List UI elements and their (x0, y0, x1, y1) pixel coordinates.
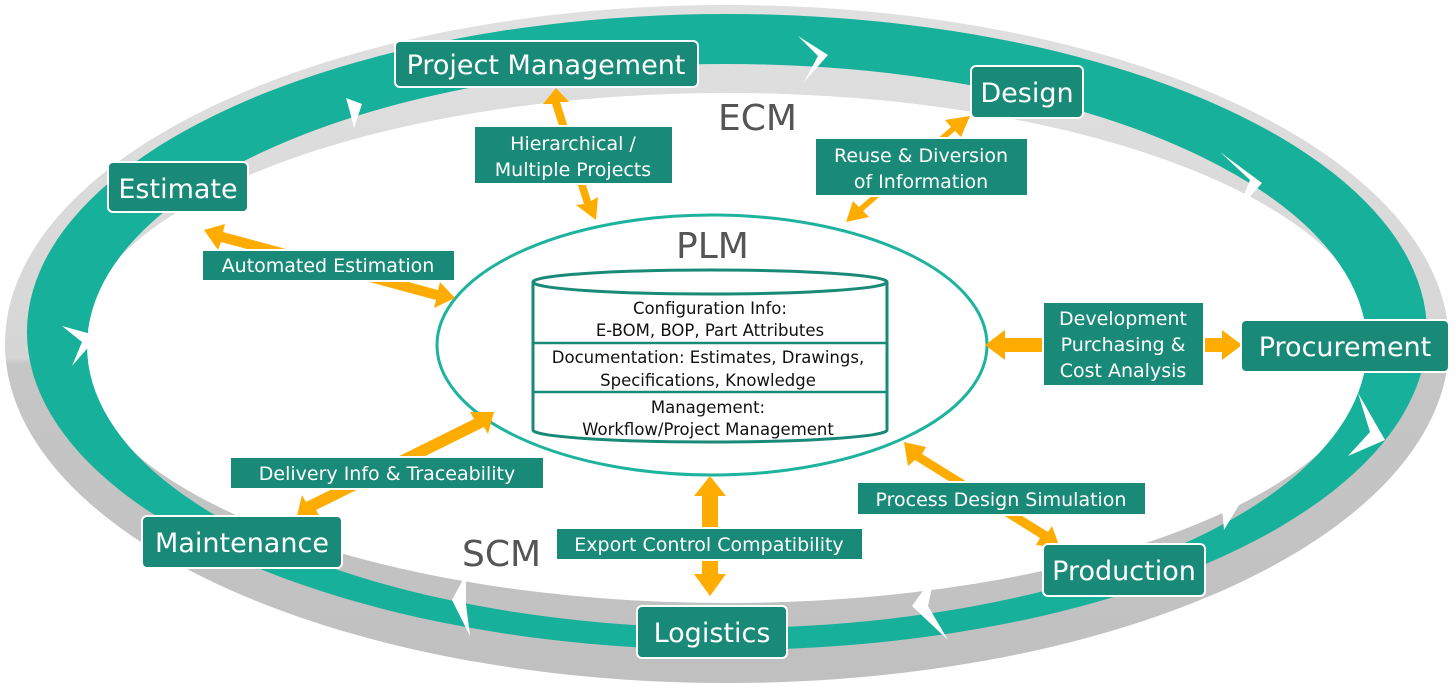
procurement-label: Procurement (1259, 332, 1432, 363)
process-design-label: Process Design Simulation (876, 489, 1127, 511)
connector-automated-estimation: Automated Estimation (201, 249, 456, 282)
hierarchical-line2: Multiple Projects (495, 159, 651, 181)
reuse-line1: Reuse & Diversion (834, 145, 1008, 167)
ecm-ring-label: ECM (718, 98, 797, 139)
teal-cycle-band (26, 14, 1427, 650)
connector-export-control: Export Control Compatibility (555, 527, 864, 561)
delivery-label: Delivery Info & Traceability (259, 463, 515, 485)
database-cylinder: Configuration Info: E-BOM, BOP, Part Att… (531, 268, 889, 444)
project-management-label: Project Management (407, 50, 686, 81)
connector-reuse: Reuse & Diversion of Information (814, 137, 1029, 197)
scm-ring-label: SCM (462, 534, 541, 575)
stage-design: Design (970, 65, 1084, 119)
automated-estimation-label: Automated Estimation (222, 255, 435, 277)
design-label: Design (980, 78, 1073, 109)
connector-development: Development Purchasing & Cost Analysis (1042, 301, 1205, 387)
hierarchical-line1: Hierarchical / (510, 133, 636, 155)
db-management-line2: Workflow/Project Management (582, 420, 834, 439)
db-documentation-line2: Specifications, Knowledge (600, 371, 816, 390)
development-line2: Purchasing & (1061, 334, 1186, 356)
db-config-line2: E-BOM, BOP, Part Attributes (596, 321, 824, 340)
export-control-label: Export Control Compatibility (574, 534, 843, 556)
db-management-line1: Management: (651, 398, 765, 417)
connector-delivery: Delivery Info & Traceability (229, 456, 545, 490)
logistics-label: Logistics (654, 618, 771, 649)
db-documentation-line1: Documentation: Estimates, Drawings, (552, 348, 864, 367)
reuse-line2: of Information (854, 171, 988, 193)
stage-maintenance: Maintenance (141, 515, 343, 569)
estimate-label: Estimate (118, 174, 237, 205)
stage-production: Production (1042, 543, 1206, 597)
connector-process-design: Process Design Simulation (856, 481, 1147, 516)
development-line1: Development (1059, 308, 1187, 330)
connector-hierarchical: Hierarchical / Multiple Projects (473, 125, 674, 185)
stage-logistics: Logistics (636, 605, 788, 659)
maintenance-label: Maintenance (155, 528, 329, 559)
production-label: Production (1052, 556, 1196, 587)
stage-estimate: Estimate (107, 161, 249, 213)
db-config-line1: Configuration Info: (633, 299, 787, 318)
plm-title: PLM (676, 226, 749, 267)
development-line3: Cost Analysis (1060, 360, 1187, 382)
stage-project-management: Project Management (394, 40, 699, 88)
stage-procurement: Procurement (1240, 319, 1450, 373)
